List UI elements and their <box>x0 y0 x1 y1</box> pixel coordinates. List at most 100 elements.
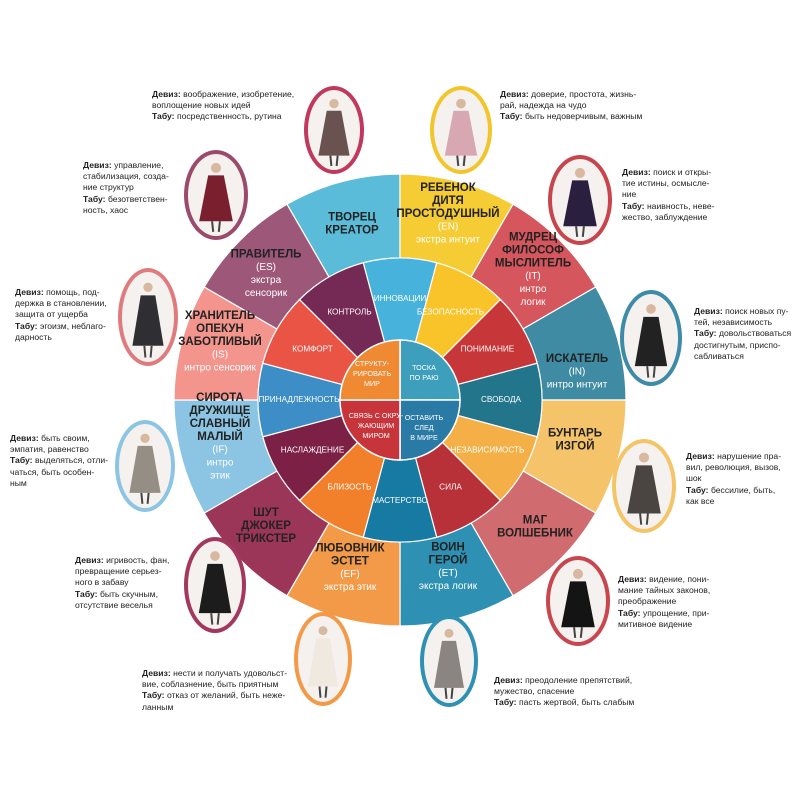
archetype-title-creator: ТВОРЕЦ <box>328 212 376 224</box>
value-label-6: СИЛА <box>439 483 462 492</box>
archetype-title-hero: ГЕРОЙ <box>429 554 468 567</box>
taboo-label: Табу: <box>500 111 525 122</box>
value-label-1: ИННОВАЦИИ <box>374 294 427 303</box>
archetype-title-lover: ЭСТЕТ <box>331 556 369 568</box>
motto-explorer: Девиз: поиск новых пу-тей, независимость <box>694 306 789 328</box>
archetype-title-sage: МЫСЛИТЕЛЬ <box>495 258 571 270</box>
center-label-4: СТРУКТУ- <box>355 359 390 368</box>
coat-figure-hero <box>434 628 464 699</box>
taboo-label: Табу: <box>694 328 719 339</box>
photo-ruler <box>184 150 248 240</box>
motto-label: Девиз: <box>694 306 726 316</box>
archetype-type-sage: (IT) <box>525 271 541 282</box>
archetype-type-explorer: (IN) <box>569 367 586 378</box>
archetype-title-hero: ВОИН <box>431 542 465 554</box>
motto-hero: Девиз: преодоление препятствий,мужество,… <box>494 675 633 697</box>
value-label-12: КОНТРОЛЬ <box>327 308 371 317</box>
motto-innocent: Девиз: доверие, простота, жизнь-рай, над… <box>500 89 637 111</box>
coat-figure-jester <box>198 551 232 625</box>
value-label-11: КОМФОРТ <box>292 345 332 354</box>
archetype-title-jester: ТРИКСТЕР <box>236 533 297 545</box>
taboo-innocent: Табу: быть недоверчивым, важным <box>500 111 643 122</box>
archetype-type-orphan: (IF) <box>212 445 228 456</box>
taboo-label: Табу: <box>142 690 167 701</box>
motto-label: Девиз: <box>15 287 47 297</box>
archetype-title-innocent: РЕБЕНОК <box>420 182 477 194</box>
coat-figure-sage <box>563 167 597 238</box>
archetype-type-caregiver: (IS) <box>212 350 228 361</box>
motto-label: Девиз: <box>500 89 532 99</box>
motto-label: Девиз: <box>686 451 718 461</box>
coat-figure-lover <box>308 626 338 698</box>
center-label-2: ОСТАВИТЬ <box>405 413 444 422</box>
note-creator: Девиз: воображение, изобретение,воплощен… <box>152 89 312 123</box>
archetype-type-ruler: экстра <box>251 275 282 286</box>
value-label-9: НАСЛАЖДЕНИЕ <box>281 446 345 455</box>
coat-figure-explorer <box>634 304 668 378</box>
archetype-title-sage: ФИЛОСОФ <box>502 245 564 257</box>
center-label-3: ЖАЮЩИМ <box>358 421 395 430</box>
value-label-5: НЕЗАВИСИМОСТЬ <box>450 446 524 455</box>
coat-figure-magician <box>561 568 595 639</box>
value-label-7: МАСТЕРСТВО <box>372 496 428 505</box>
archetype-type-ruler: сенсорик <box>245 288 288 299</box>
photo-sage <box>548 155 612 245</box>
archetype-title-jester: ДЖОКЕР <box>241 520 291 532</box>
archetype-title-innocent: ДИТЯ <box>432 195 464 207</box>
taboo-label: Табу: <box>622 200 647 211</box>
value-label-3: ПОНИМАНИЕ <box>461 345 515 354</box>
taboo-label: Табу: <box>75 588 100 599</box>
taboo-label: Табу: <box>494 697 519 708</box>
archetype-type-hero: (ET) <box>438 568 457 579</box>
note-explorer: Девиз: поиск новых пу-тей, независимость… <box>694 306 800 362</box>
photo-magician <box>546 556 610 646</box>
taboo-label: Табу: <box>152 111 177 122</box>
archetype-type-innocent: (EN) <box>438 222 459 233</box>
note-magician: Девиз: видение, пони-мание тайных законо… <box>618 574 738 630</box>
archetype-type-lover: экстра этик <box>324 582 377 593</box>
motto-label: Девиз: <box>10 433 42 443</box>
photo-rebel <box>612 439 676 533</box>
note-caregiver: Девиз: помощь, под-держка в становлении,… <box>15 287 130 343</box>
note-rebel: Девиз: нарушение пра-вил, революция, выз… <box>686 451 798 507</box>
archetype-title-orphan: СИРОТА <box>196 392 244 404</box>
archetype-title-caregiver: ОПЕКУН <box>196 323 244 335</box>
note-sage: Девиз: поиск и откры-тие истины, осмысле… <box>622 167 732 223</box>
motto-label: Девиз: <box>494 675 526 685</box>
center-label-4: РИРОВАТЬ <box>353 369 391 378</box>
note-jester: Девиз: игривость, фан,превращение серьез… <box>75 555 195 611</box>
coat-figure-orphan <box>129 433 161 504</box>
archetype-type-hero: экстра логик <box>419 581 478 592</box>
coat-figure-innocent <box>444 98 478 167</box>
archetype-title-orphan: ДРУЖИЩЕ <box>190 405 251 417</box>
archetype-title-orphan: СЛАВНЫЙ <box>190 417 251 430</box>
motto-magician: Девиз: видение, пони-мание тайных законо… <box>618 574 711 607</box>
archetype-title-rebel: БУНТАРЬ <box>548 428 602 440</box>
archetype-title-caregiver: ЗАБОТЛИВЫЙ <box>178 335 262 348</box>
center-label-2: СЛЕД <box>414 423 433 432</box>
note-innocent: Девиз: доверие, простота, жизнь-рай, над… <box>500 89 660 123</box>
archetype-title-creator: КРЕАТОР <box>325 225 379 237</box>
photo-creator <box>304 86 364 174</box>
photo-jester <box>184 537 246 633</box>
value-label-10: ПРИНАДЛЕЖНОСТЬ <box>258 395 339 404</box>
photo-hero <box>420 615 478 707</box>
archetype-title-magician: ВОЛШЕБНИК <box>497 528 574 540</box>
taboo-label: Табу: <box>15 320 40 331</box>
coat-figure-rebel <box>627 452 661 525</box>
taboo-hero: Табу: пасть жертвой, быть слабым <box>494 697 635 708</box>
archetype-type-orphan: интро <box>207 458 234 469</box>
center-label-4: МИР <box>364 379 380 388</box>
coat-figure-ruler <box>199 162 233 233</box>
archetype-title-orphan: МАЛЫЙ <box>197 430 243 443</box>
motto-label: Девиз: <box>622 167 654 177</box>
center-label-3: МИРОМ <box>362 431 389 440</box>
archetype-title-caregiver: ХРАНИТЕЛЬ <box>185 310 255 322</box>
motto-jester: Девиз: игривость, фан,превращение серьез… <box>75 555 170 588</box>
taboo-caregiver: Табу: эгоизм, неблаго-дарность <box>15 320 106 342</box>
photo-explorer <box>620 290 682 386</box>
note-lover: Девиз: нести и получать удовольст-вие, с… <box>142 668 312 713</box>
taboo-creator: Табу: посредственность, рутина <box>152 111 282 122</box>
archetype-title-sage: МУДРЕЦ <box>509 232 558 244</box>
